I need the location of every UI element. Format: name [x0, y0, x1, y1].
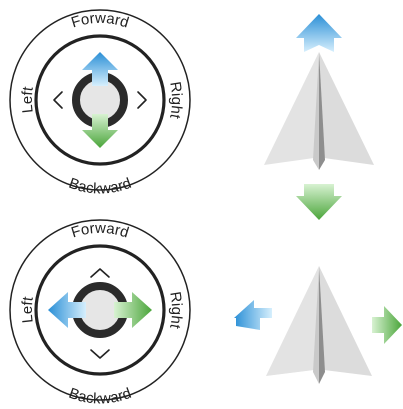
label-left: Left: [19, 295, 37, 324]
paper-plane-roll: [234, 266, 402, 384]
plane-keel-right: [319, 266, 325, 384]
chevron-right-icon: [137, 91, 147, 109]
label-right: Right: [166, 291, 185, 331]
plane-left-wing: [266, 266, 319, 376]
chevron-up-icon: [90, 268, 110, 278]
label-backward: Backward: [66, 385, 133, 408]
plane-left-wing: [264, 52, 319, 165]
plane-keel-right: [319, 52, 325, 170]
label-left: Left: [19, 85, 37, 114]
arrow-up-blue-icon: [82, 52, 118, 86]
plane-right-wing: [319, 266, 372, 376]
arrow-left-blue-icon: [234, 300, 272, 330]
chevron-down-icon: [90, 349, 110, 359]
arrow-left-blue-icon: [48, 292, 86, 328]
arrow-right-green-icon: [114, 292, 152, 328]
chevron-left-icon: [53, 91, 63, 109]
plane-keel-left: [313, 52, 319, 170]
arrow-right-green-icon: [372, 306, 402, 344]
label-backward: Backward: [66, 175, 133, 198]
label-right: Right: [166, 81, 185, 121]
joystick-panel-left-right: Forward Backward Left Right: [9, 219, 191, 408]
arrow-up-blue-icon: [296, 14, 342, 52]
plane-keel-left: [313, 266, 319, 384]
arrow-down-green-icon: [296, 184, 342, 220]
paper-plane-pitch: [264, 14, 374, 220]
plane-right-wing: [319, 52, 374, 165]
joystick-panel-forward-backward: Forward Backward Left Right: [9, 9, 191, 198]
arrow-down-green-icon: [82, 114, 118, 148]
